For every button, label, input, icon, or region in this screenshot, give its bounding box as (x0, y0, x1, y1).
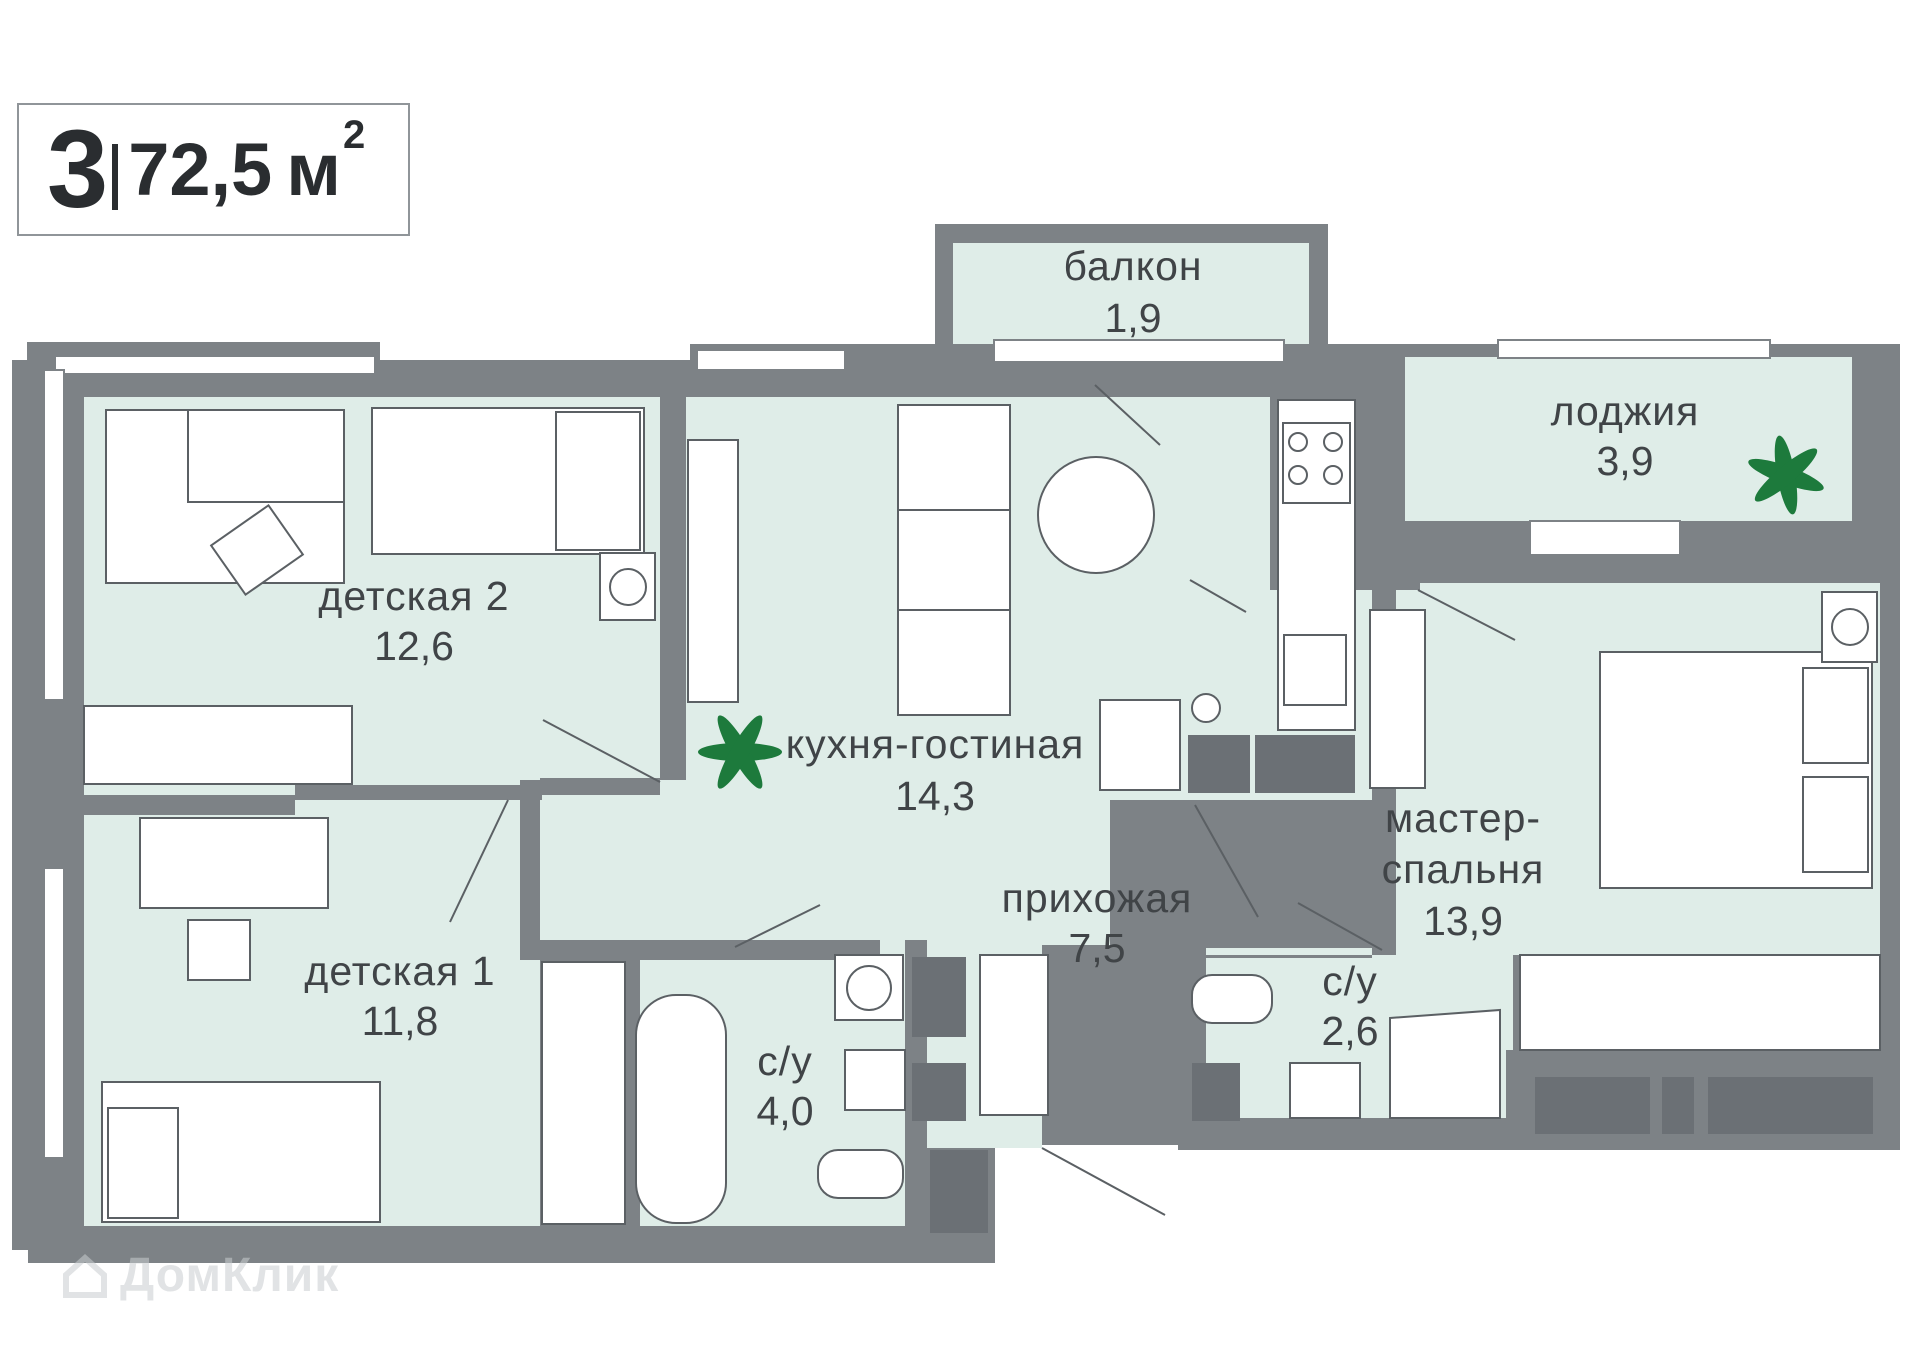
bath1-area: 4,0 (757, 1088, 814, 1134)
kitchen-name: кухня-гостиная (786, 721, 1085, 767)
badge-divider (112, 143, 119, 210)
hall-area: 7,5 (1069, 925, 1126, 971)
total-area: 72,5 (128, 127, 273, 211)
window-master (1529, 520, 1681, 556)
room-labels: балкон 1,9 лоджия 3,9 детская 2 12,6 кух… (304, 243, 1700, 1134)
desk-kids1 (139, 817, 329, 909)
wardrobe-kids1 (541, 961, 626, 1225)
kitchen-hall-floor (540, 397, 1372, 1148)
sink-bath2 (1289, 1062, 1361, 1119)
window-kids2-top (54, 355, 376, 375)
sink-bath1 (844, 1049, 906, 1111)
plants (698, 435, 1824, 789)
kids2-area: 12,6 (374, 623, 454, 669)
kitchen-sink (1283, 634, 1347, 706)
plant-icon (1748, 435, 1824, 515)
dining-table (1037, 456, 1155, 574)
bath2-name: с/у (1322, 958, 1377, 1004)
shoe-rack (979, 954, 1049, 1116)
room-count: 3 (47, 107, 109, 231)
chair-kids1 (187, 919, 251, 981)
door-lines (449, 384, 1516, 1216)
chair-kids2 (209, 503, 305, 597)
window-kids2-left (43, 369, 65, 701)
window-kitchen-2 (993, 339, 1285, 363)
kids2-name: детская 2 (318, 573, 509, 619)
plant-icon (698, 715, 782, 789)
master-name-line2: спальня (1382, 846, 1545, 892)
house-logo-icon (63, 1253, 107, 1298)
master-name-line1: мастер- (1385, 795, 1541, 841)
window-loggia-top (1497, 339, 1771, 359)
furniture (83, 399, 1881, 1225)
balcony-area: 1,9 (1105, 295, 1162, 341)
watermark-text: ДомКлик (120, 1249, 340, 1302)
area-unit: м2 (286, 112, 366, 211)
toilet-bath1 (817, 1149, 904, 1199)
dark-blocks (912, 735, 1873, 1233)
balcony-floor (953, 243, 1309, 344)
kids1-name: детская 1 (304, 948, 495, 994)
master-area: 13,9 (1423, 898, 1503, 944)
hall-name: прихожая (1002, 875, 1193, 921)
bath2-area: 2,6 (1322, 1008, 1379, 1054)
loggia-name: лоджия (1551, 388, 1700, 434)
shower (1389, 1008, 1501, 1119)
wardrobe-master-bottom (1519, 954, 1881, 1051)
wardrobe-kids2 (83, 705, 353, 785)
balcony-name: балкон (1063, 243, 1202, 289)
apartment-summary-badge: 3 72,5 м2 (17, 103, 410, 236)
kitchen-area: 14,3 (895, 773, 975, 819)
window-kids1-left (43, 867, 65, 1159)
wardrobe-master (1369, 609, 1426, 789)
watermark: ДомКлик (62, 1248, 339, 1303)
toilet-bath2 (1191, 974, 1273, 1024)
wardrobe-hall (687, 439, 739, 703)
windows (43, 339, 1771, 1159)
bathtub (635, 994, 727, 1224)
window-kitchen-1 (696, 349, 846, 371)
loggia-area: 3,9 (1597, 438, 1654, 484)
bath1-name: с/у (757, 1038, 812, 1084)
fridge (1099, 699, 1181, 791)
kids1-area: 11,8 (362, 998, 439, 1044)
area-unit-power: 2 (342, 112, 366, 157)
